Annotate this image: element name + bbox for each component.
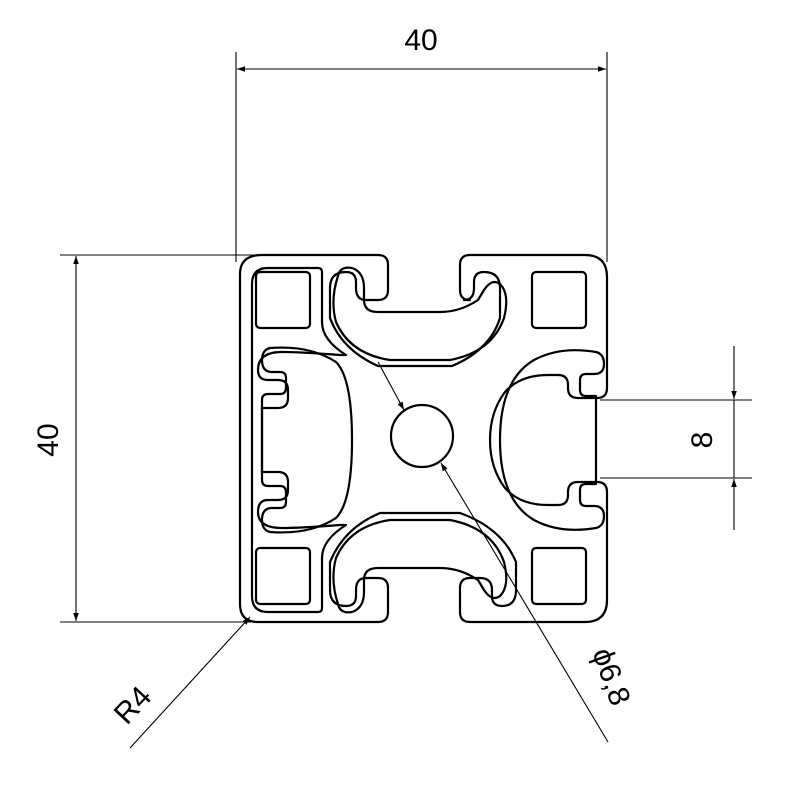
center-bore bbox=[389, 403, 455, 469]
bore-label: ϕ6,8 bbox=[585, 644, 636, 710]
right-slot bbox=[498, 349, 606, 531]
top-slot-groove bbox=[332, 266, 508, 362]
bore-leader-lower bbox=[440, 462, 609, 743]
left-slot bbox=[260, 346, 354, 534]
radius-label: R4 bbox=[108, 680, 158, 731]
width-label: 40 bbox=[404, 24, 437, 57]
radius-leader bbox=[129, 616, 251, 749]
height-label: 40 bbox=[32, 423, 65, 456]
corner-cavity-top-left bbox=[254, 270, 312, 330]
bore-leader-upper bbox=[377, 361, 405, 411]
profile-inner-wall bbox=[250, 266, 348, 614]
corner-cavity-top-right bbox=[530, 270, 588, 330]
corner-cavity-bottom-right bbox=[530, 546, 588, 606]
profile-outline bbox=[238, 253, 609, 624]
slot-label: 8 bbox=[686, 432, 719, 449]
corner-cavity-bottom-left bbox=[254, 546, 312, 606]
bottom-slot-groove bbox=[332, 518, 508, 614]
